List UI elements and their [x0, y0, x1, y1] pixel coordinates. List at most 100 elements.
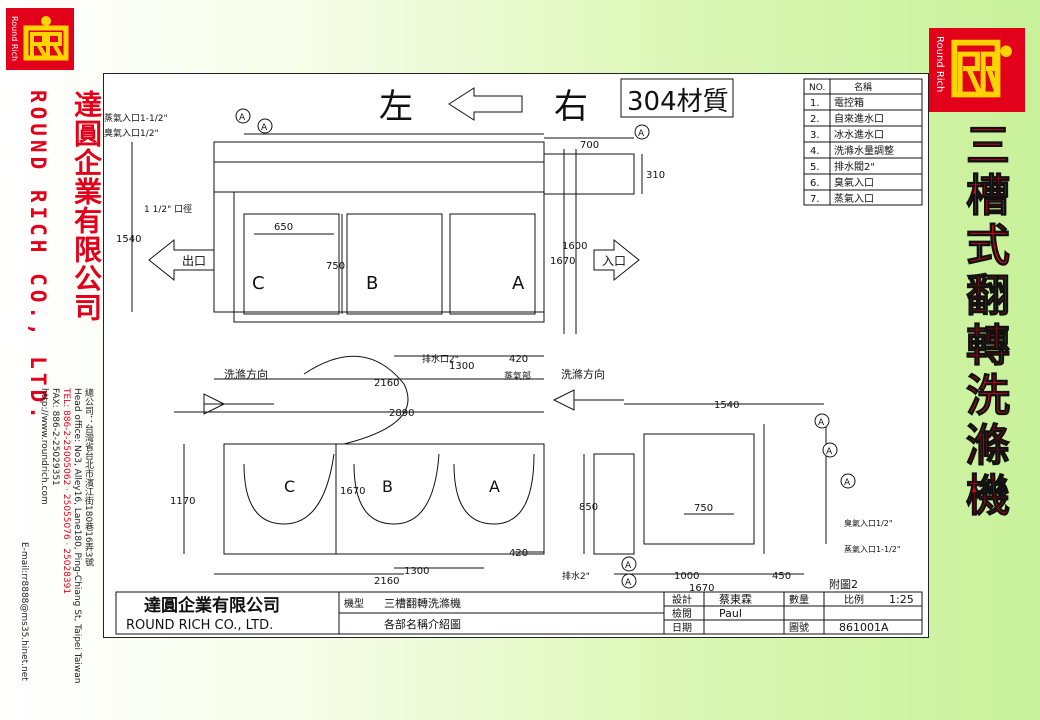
tb-check-label: 檢閱	[672, 607, 692, 620]
website-link[interactable]: http://www.roundrich.com	[39, 388, 49, 505]
drain-label: 排水口2"	[422, 353, 459, 365]
drum-label-a: A	[489, 477, 500, 496]
logo-right: Round Rich	[929, 28, 1025, 112]
dim-1670-side: 1670	[340, 486, 365, 497]
title-block-frame	[115, 591, 923, 635]
product-title: 三槽式翻轉洗滌機	[958, 122, 1010, 523]
tank-b-outline	[346, 213, 443, 315]
parts-no-3: 3.	[810, 130, 820, 141]
gas-side-label: 臭氣入口1/2"	[844, 518, 893, 528]
tb-model-value: 三槽翻轉洗滌機	[384, 596, 461, 610]
material-text: 304材質	[627, 87, 729, 117]
rr-logo-icon-right	[951, 39, 1012, 98]
tank-label-a: A	[512, 273, 525, 294]
dim-700: 700	[580, 140, 599, 151]
marker-text-3: A	[638, 129, 645, 139]
head-office-cn: 總公司：台灣省台北市濱江街180巷16弄3號	[83, 388, 93, 567]
marker-text-2: A	[261, 123, 268, 133]
marker-text-1: A	[239, 113, 246, 123]
email-link[interactable]: E-mail:rr8888@ms35.hinet.net	[19, 542, 29, 681]
gas-inlet-label: 臭氣入口1/2"	[104, 127, 159, 139]
parts-no-5: 5.	[810, 162, 820, 173]
exit-arrow-shape	[148, 238, 215, 282]
marker-a-5	[822, 442, 838, 458]
dim-750: 750	[326, 261, 345, 272]
tank-c-outline	[243, 213, 340, 315]
parts-name-4: 洗滌水量調整	[834, 144, 894, 157]
drawing-canvas: 左 右 304材質 蒸氣入口1-1/2" 臭氣入口1/2" 1 1/2" 口徑 …	[104, 78, 923, 635]
wash-direction-arrow-left	[203, 393, 274, 415]
dim-2160: 2160	[374, 378, 399, 389]
parts-name-6: 臭氣入口	[834, 176, 874, 189]
left-arrow-shape	[448, 87, 523, 121]
dim-2160-side: 2160	[374, 576, 399, 587]
marker-a-7	[621, 556, 637, 572]
parts-name-5: 排水閥2"	[834, 160, 875, 173]
dim-1600: 1600	[562, 241, 587, 252]
dim-1300-side: 1300	[404, 566, 429, 577]
tb-dwg-label: 圖號	[789, 621, 809, 634]
tb-dwg-value: 861001A	[839, 621, 889, 634]
marker-text-8: A	[625, 578, 632, 588]
exit-label: 出口	[182, 254, 206, 268]
dim-1540-end: 1540	[714, 400, 739, 411]
marker-a-3	[634, 124, 650, 140]
drum-b	[353, 453, 440, 525]
company-name-cn: 達圓企業有限公司	[70, 90, 103, 322]
marker-text-4: A	[818, 418, 825, 428]
drum-a	[453, 453, 535, 525]
tb-model-label: 機型	[344, 597, 364, 610]
tb-drawn-label: 設計	[672, 593, 692, 606]
parts-no-4: 4.	[810, 146, 820, 157]
entry-label: 入口	[602, 254, 626, 268]
figure-label: 附圖2	[829, 577, 858, 591]
dim-1000: 1000	[674, 571, 699, 582]
label-left: 左	[379, 87, 413, 127]
logo-brand-text-right: Round Rich	[934, 36, 945, 93]
tank-a-outline	[449, 213, 536, 315]
marker-text-7: A	[625, 561, 632, 571]
dim-1670-end: 1670	[689, 583, 714, 594]
dim-1540: 1540	[116, 234, 141, 245]
dim-850: 850	[579, 502, 598, 513]
tb-drawn-value: 蔡東霖	[719, 593, 752, 606]
steam-pipe-label: 1 1/2" 口徑	[144, 203, 192, 215]
side-view-frame	[223, 443, 545, 555]
marker-a-2	[257, 118, 273, 134]
marker-text-5: A	[826, 447, 833, 457]
parts-name-2: 自來進水口	[834, 112, 884, 125]
drum-c	[243, 453, 335, 525]
marker-a-6	[840, 473, 856, 489]
tank-label-c: C	[252, 273, 265, 294]
dim-650: 650	[274, 222, 293, 233]
dim-450: 450	[772, 571, 791, 582]
steam-side-label: 蒸氣入口1-1/2"	[844, 544, 901, 554]
label-right: 右	[554, 87, 588, 127]
tank-label-b: B	[366, 273, 378, 294]
tel-number: TEL: 886-2-25005062 · 25055076 · 2502839…	[61, 388, 71, 595]
steam-section-label: 蒸氣部	[504, 370, 531, 382]
tb-desc: 各部名稱介紹圖	[384, 617, 461, 631]
dim-750-end: 750	[694, 503, 713, 514]
parts-no-1: 1.	[810, 98, 820, 109]
entry-arrow-shape	[593, 238, 640, 282]
dim-2890: 2890	[389, 408, 414, 419]
end-view-frame	[643, 433, 755, 545]
company-sidebar: 達圓企業有限公司 ROUND RICH CO., LTD. 總公司：台灣省台北市…	[19, 86, 103, 706]
dim-310: 310	[646, 170, 665, 181]
drum-label-b: B	[382, 477, 393, 496]
dim-1170: 1170	[170, 496, 195, 507]
wash-direction-label: 洗滌方向	[224, 367, 268, 381]
parts-header-no: NO.	[809, 83, 825, 93]
material-box	[620, 78, 734, 118]
control-panel	[543, 153, 635, 195]
parts-no-7: 7.	[810, 194, 820, 205]
rr-logo-icon	[23, 16, 69, 61]
parts-name-1: 電控箱	[834, 96, 864, 109]
tb-scale-value: 1:25	[889, 593, 914, 606]
logo-left: Round Rich	[6, 8, 74, 70]
parts-header-name: 名稱	[854, 81, 872, 93]
tb-check-value: Paul	[719, 607, 742, 620]
drum-label-c: C	[284, 477, 295, 496]
parts-no-6: 6.	[810, 178, 820, 189]
